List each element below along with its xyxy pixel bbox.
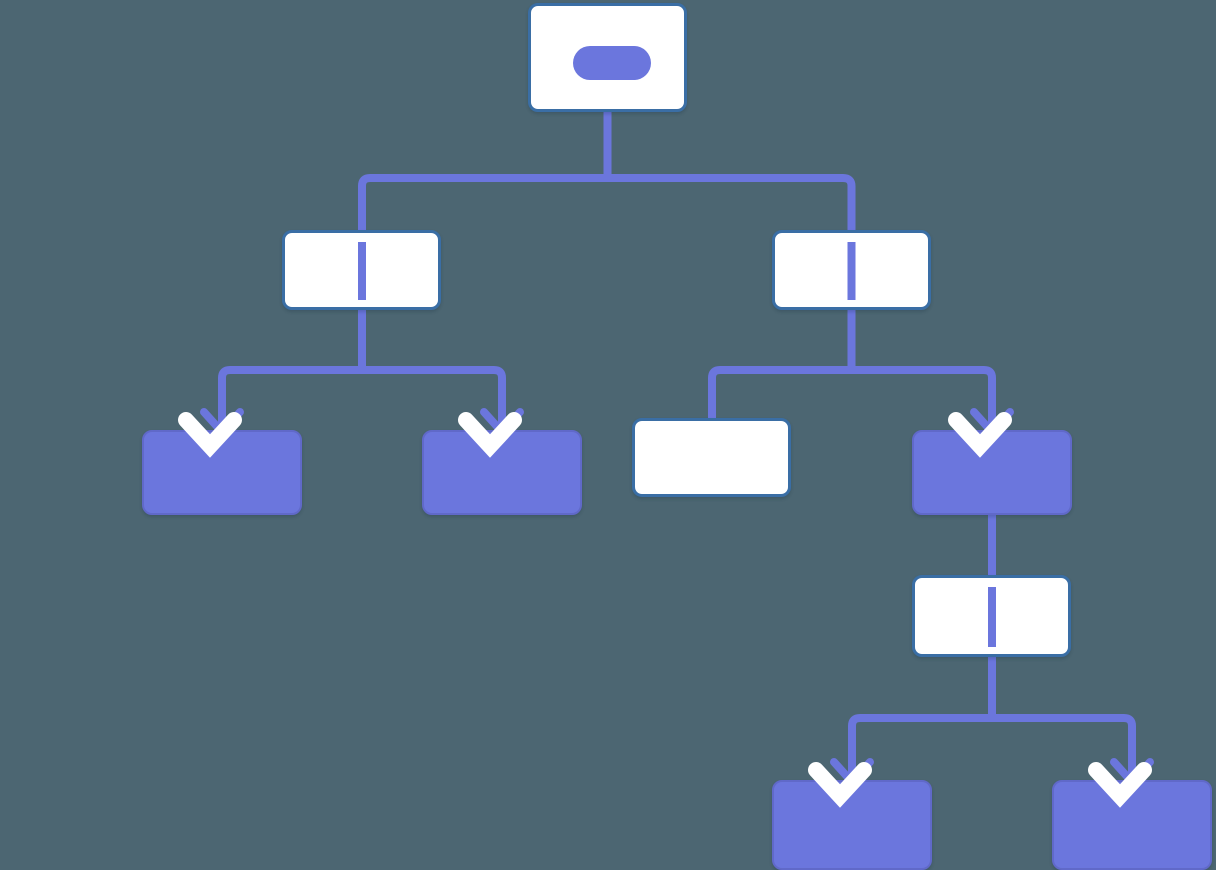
arrowhead-l2-a: [200, 408, 244, 436]
connector-e-root-l1left: [358, 112, 612, 230]
arrowhead-l4-a: [830, 758, 874, 786]
connector-e-l1left-l2a: [218, 310, 366, 430]
connector-e-l1left-l2b: [358, 310, 506, 430]
node-l3-a[interactable]: [912, 575, 1071, 657]
arrowhead-l4-b: [1110, 758, 1154, 786]
arrowhead-l2-b: [480, 408, 524, 436]
node-l1-left[interactable]: [282, 230, 441, 310]
connector-e-l1right-l2d: [847, 310, 996, 430]
node-l2-a[interactable]: [142, 430, 302, 515]
node-root[interactable]: [528, 3, 687, 112]
connector-e-l3a-l4a: [848, 657, 996, 780]
connector-e-l3a-l4b: [988, 657, 1136, 780]
node-badge-root: [573, 46, 651, 80]
node-l2-b[interactable]: [422, 430, 582, 515]
connector-e-root-l1right: [603, 112, 856, 230]
node-l2-c[interactable]: [632, 418, 791, 497]
arrowhead-l2-d: [970, 408, 1014, 436]
connector-e-l1right-l2c: [708, 310, 856, 418]
node-l4-b[interactable]: [1052, 780, 1212, 870]
node-l2-d[interactable]: [912, 430, 1072, 515]
node-l1-right[interactable]: [772, 230, 931, 310]
node-l4-a[interactable]: [772, 780, 932, 870]
